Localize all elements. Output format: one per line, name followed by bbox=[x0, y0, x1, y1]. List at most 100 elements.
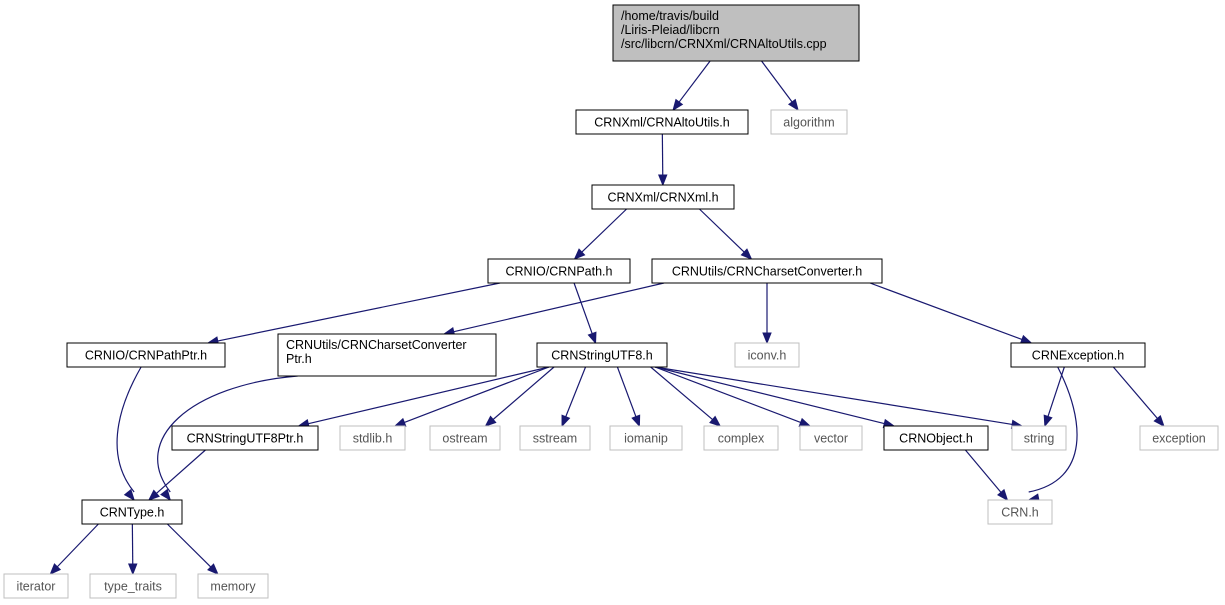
node-crnpathptr-h[interactable]: CRNIO/CRNPathPtr.h bbox=[66, 342, 226, 368]
node-box bbox=[591, 184, 735, 210]
edge-line bbox=[403, 366, 550, 424]
node-label: iomanip bbox=[624, 432, 668, 446]
node-label: complex bbox=[718, 432, 765, 446]
node-label: memory bbox=[210, 580, 256, 594]
edge-line bbox=[166, 523, 212, 569]
node-box bbox=[609, 425, 683, 451]
node-charsetconv-h[interactable]: CRNUtils/CRNCharsetConverter.h bbox=[651, 258, 883, 284]
node-label: iterator bbox=[17, 580, 56, 594]
node-box bbox=[429, 425, 501, 451]
node-stdlib-h: stdlib.h bbox=[339, 425, 406, 451]
arrow-head bbox=[1043, 414, 1053, 428]
arrow-head bbox=[573, 248, 586, 260]
edge-charsetconv-h-to-iconv-h bbox=[762, 283, 772, 345]
node-box bbox=[734, 342, 800, 368]
arrow-head bbox=[49, 563, 62, 575]
edge-line bbox=[761, 60, 794, 104]
edges-layer bbox=[49, 60, 1165, 576]
node-exception-h[interactable]: CRNException.h bbox=[1010, 342, 1146, 368]
node-box bbox=[339, 425, 406, 451]
node-label: CRNUtils/CRNCharsetConverter bbox=[286, 338, 467, 352]
node-label: stdlib.h bbox=[353, 432, 393, 446]
edge-exception-h-to-string bbox=[1043, 366, 1065, 428]
node-label: iconv.h bbox=[748, 349, 787, 363]
edge-line bbox=[491, 366, 555, 421]
node-label: type_traits bbox=[104, 580, 162, 594]
node-box bbox=[799, 425, 863, 451]
node-label: /Liris-Pleiad/libcrn bbox=[621, 23, 720, 37]
arrow-head bbox=[658, 174, 668, 187]
edge-charsetconv-h-to-exception-h bbox=[869, 282, 1033, 344]
edge-root-to-algorithm bbox=[761, 60, 799, 112]
node-box bbox=[536, 342, 668, 368]
node-box bbox=[487, 258, 631, 284]
edge-line bbox=[1112, 366, 1159, 420]
node-label: ostream bbox=[442, 432, 487, 446]
edge-crntype-h-to-memory bbox=[166, 523, 219, 575]
node-stringutf8-h[interactable]: CRNStringUTF8.h bbox=[536, 342, 668, 368]
edge-stringutf8-h-to-iomanip bbox=[616, 366, 641, 428]
node-box bbox=[81, 499, 183, 525]
node-box bbox=[1010, 342, 1146, 368]
nodes-layer: /home/travis/build/Liris-Pleiad/libcrn/s… bbox=[3, 4, 1219, 599]
node-iomanip: iomanip bbox=[609, 425, 683, 451]
edge-line bbox=[654, 366, 802, 424]
arrow-head bbox=[561, 414, 571, 428]
arrow-head bbox=[1153, 414, 1165, 428]
node-label: exception bbox=[1152, 432, 1206, 446]
edge-crnpath-h-to-stringutf8-h bbox=[573, 282, 597, 345]
node-label: CRNType.h bbox=[100, 506, 165, 520]
node-crnobject-h[interactable]: CRNObject.h bbox=[883, 425, 989, 451]
node-label: CRNObject.h bbox=[899, 432, 973, 446]
arrow-head bbox=[762, 332, 772, 345]
edge-root-to-altoutils-h bbox=[672, 60, 711, 112]
edge-line bbox=[573, 282, 594, 335]
edge-stringutf8-h-to-vector bbox=[654, 366, 812, 427]
node-box bbox=[612, 4, 860, 62]
edge-line bbox=[56, 523, 99, 568]
edge-line bbox=[307, 366, 550, 425]
node-ostream: ostream bbox=[429, 425, 501, 451]
edge-crnpathptr-h-to-crntype-h bbox=[116, 366, 142, 502]
node-label: CRNXml/CRNXml.h bbox=[607, 191, 718, 205]
node-type-traits: type_traits bbox=[89, 573, 177, 599]
node-label: /src/libcrn/CRNXml/CRNAltoUtils.cpp bbox=[621, 37, 827, 51]
arrow-head bbox=[798, 417, 812, 427]
edge-stringutf8-h-to-ostream bbox=[484, 366, 555, 427]
edge-crnxml-h-to-charsetconv-h bbox=[698, 208, 753, 260]
node-altoutils-h[interactable]: CRNXml/CRNAltoUtils.h bbox=[575, 109, 749, 135]
edge-crntype-h-to-type-traits bbox=[128, 523, 138, 576]
edge-line bbox=[216, 282, 501, 342]
edge-line bbox=[654, 366, 1014, 426]
arrow-head bbox=[672, 98, 684, 112]
node-root[interactable]: /home/travis/build/Liris-Pleiad/libcrn/s… bbox=[612, 4, 860, 62]
edge-altoutils-h-to-crnxml-h bbox=[658, 133, 668, 187]
edge-crnobject-h-to-crn-h bbox=[964, 449, 1009, 502]
node-box bbox=[651, 258, 883, 284]
node-label: CRNIO/CRNPath.h bbox=[506, 265, 613, 279]
node-crn-h: CRN.h bbox=[987, 499, 1053, 525]
edge-line bbox=[564, 366, 587, 418]
arrow-head bbox=[207, 563, 219, 575]
edge-stringutf8ptr-h-to-crntype-h bbox=[147, 449, 206, 501]
node-box bbox=[1139, 425, 1219, 451]
node-box bbox=[66, 342, 226, 368]
node-crnpath-h[interactable]: CRNIO/CRNPath.h bbox=[487, 258, 631, 284]
node-crntype-h[interactable]: CRNType.h bbox=[81, 499, 183, 525]
edge-line bbox=[157, 375, 298, 493]
edge-crntype-h-to-iterator bbox=[49, 523, 99, 575]
edge-stringutf8-h-to-string bbox=[654, 366, 1024, 430]
node-complex: complex bbox=[703, 425, 779, 451]
node-string: string bbox=[1011, 425, 1067, 451]
node-sstream: sstream bbox=[519, 425, 591, 451]
edge-line bbox=[616, 366, 637, 418]
node-crnxml-h[interactable]: CRNXml/CRNXml.h bbox=[591, 184, 735, 210]
node-box bbox=[171, 425, 319, 451]
edge-exception-h-to-exception bbox=[1112, 366, 1165, 428]
node-stringutf8ptr-h[interactable]: CRNStringUTF8Ptr.h bbox=[171, 425, 319, 451]
node-label: CRNIO/CRNPathPtr.h bbox=[85, 349, 207, 363]
node-label: CRNStringUTF8.h bbox=[551, 349, 652, 363]
node-box bbox=[89, 573, 177, 599]
